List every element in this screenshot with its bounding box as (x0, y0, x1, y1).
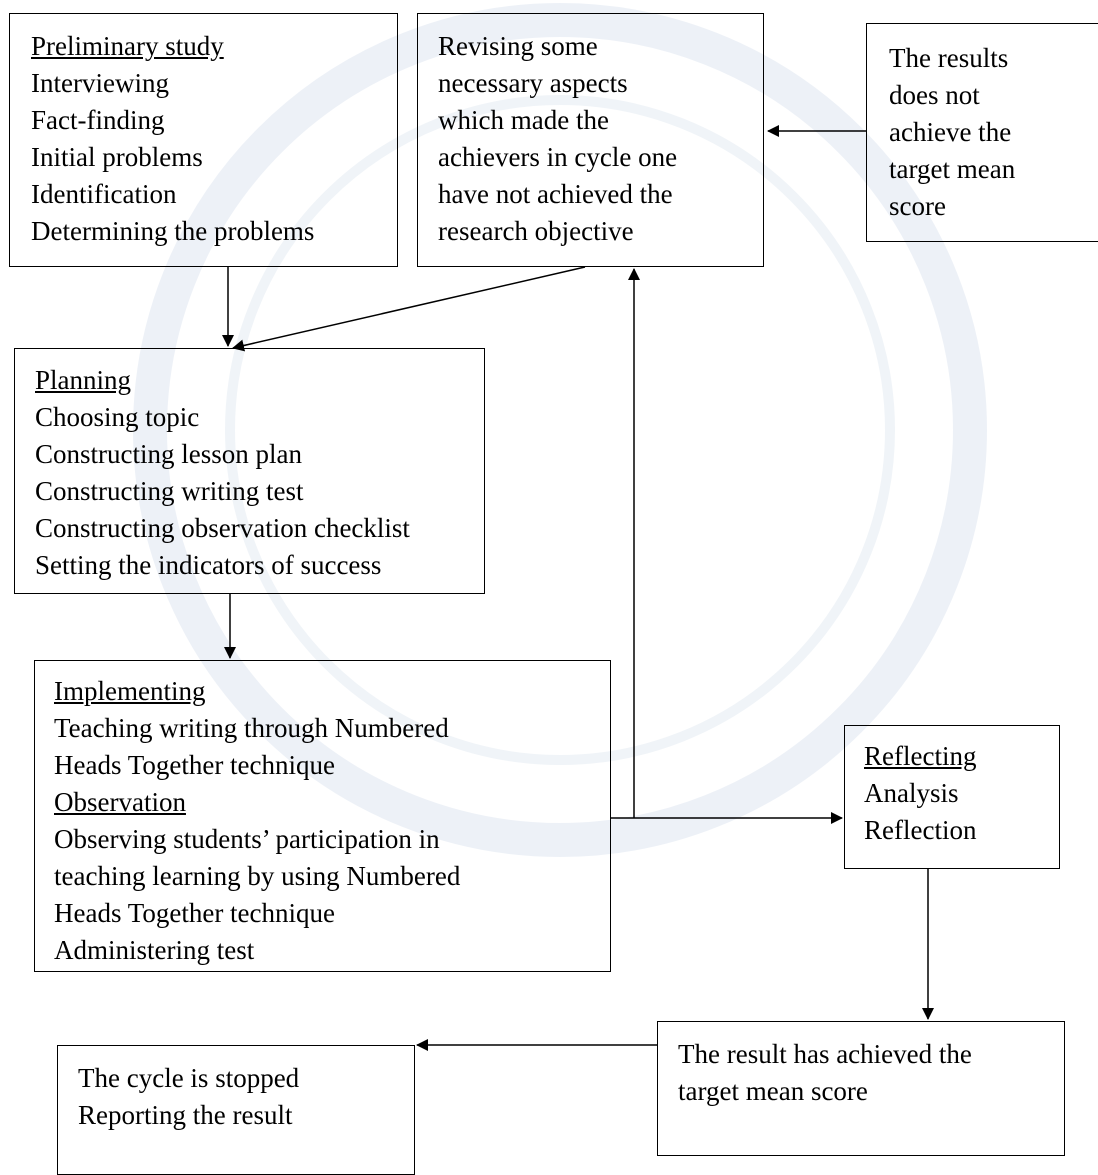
reflecting-heading: Reflecting (864, 741, 977, 771)
stopped-line-2: Reporting the result (78, 1100, 293, 1130)
revising-line-4: achievers in cycle one (438, 142, 678, 172)
preliminary-line-3: Initial problems (31, 142, 203, 172)
planning-line-4: Constructing observation checklist (35, 513, 410, 543)
revising-box: Revising some necessary aspects which ma… (417, 13, 764, 267)
observation-line-3: Heads Together technique (54, 898, 336, 928)
stopped-line-1: The cycle is stopped (78, 1063, 300, 1093)
achieved-line-2: target mean score (678, 1076, 868, 1106)
planning-line-1: Choosing topic (35, 402, 200, 432)
observation-heading: Observation (54, 787, 186, 817)
preliminary-study-box: Preliminary study Interviewing Fact-find… (9, 13, 398, 267)
not-achieved-line-4: target mean (889, 154, 1016, 184)
preliminary-line-1: Interviewing (31, 68, 169, 98)
planning-line-2: Constructing lesson plan (35, 439, 302, 469)
revising-line-5: have not achieved the (438, 179, 673, 209)
implementing-line-1: Teaching writing through Numbered (54, 713, 449, 743)
not-achieved-line-1: The results (889, 43, 1009, 73)
revising-line-6: research objective (438, 216, 634, 246)
preliminary-line-2: Fact-finding (31, 105, 165, 135)
achieved-line-1: The result has achieved the (678, 1039, 972, 1069)
preliminary-line-4: Identification (31, 179, 177, 209)
observation-line-2: teaching learning by using Numbered (54, 861, 461, 891)
observation-line-4: Administering test (54, 935, 255, 965)
preliminary-line-5: Determining the problems (31, 216, 315, 246)
not-achieved-line-5: score (889, 191, 946, 221)
not-achieved-box: The results does not achieve the target … (866, 23, 1098, 242)
planning-line-3: Constructing writing test (35, 476, 304, 506)
achieved-box: The result has achieved the target mean … (657, 1021, 1065, 1156)
observation-line-1: Observing students’ participation in (54, 824, 440, 854)
implementing-line-2: Heads Together technique (54, 750, 336, 780)
revising-line-3: which made the (438, 105, 609, 135)
revising-line-1: Revising some (438, 31, 598, 61)
arrow-revising-to-planning (232, 266, 586, 352)
reflecting-line-1: Analysis (864, 778, 959, 808)
revising-line-2: necessary aspects (438, 68, 628, 98)
implementing-box: Implementing Teaching writing through Nu… (34, 660, 611, 972)
not-achieved-line-3: achieve the (889, 117, 1012, 147)
planning-box: Planning Choosing topic Constructing les… (14, 348, 485, 594)
stopped-box: The cycle is stopped Reporting the resul… (57, 1045, 415, 1175)
preliminary-study-heading: Preliminary study (31, 31, 224, 61)
planning-line-5: Setting the indicators of success (35, 550, 382, 580)
planning-heading: Planning (35, 365, 132, 395)
implementing-heading: Implementing (54, 676, 206, 706)
reflecting-box: Reflecting Analysis Reflection (844, 725, 1060, 869)
reflecting-line-2: Reflection (864, 815, 977, 845)
not-achieved-line-2: does not (889, 80, 980, 110)
